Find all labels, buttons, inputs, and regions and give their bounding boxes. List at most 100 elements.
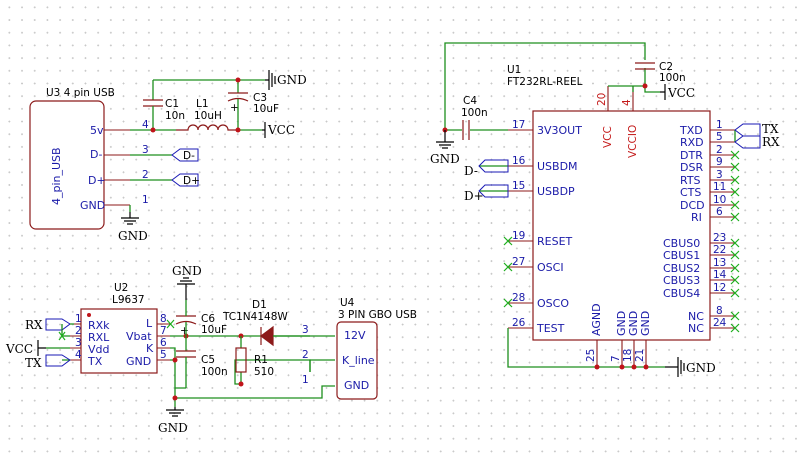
svg-text:TX: TX: [762, 122, 779, 136]
u3-pin-5v: 5v: [90, 124, 104, 137]
ic-u1-ft232rl[interactable]: U1 FT232RL-REEL 3V3OUT USBDM USBDP RESET…: [507, 64, 735, 367]
svg-text:9: 9: [716, 156, 723, 168]
svg-text:TC1N4148W: TC1N4148W: [222, 311, 288, 323]
svg-text:VCCIO: VCCIO: [627, 125, 639, 158]
svg-text:RI: RI: [691, 211, 702, 224]
svg-text:28: 28: [512, 292, 525, 304]
svg-text:20: 20: [596, 93, 608, 106]
inductor-l1[interactable]: L1 10uH: [176, 98, 238, 131]
capacitor-c1[interactable]: C1 10n: [143, 80, 185, 122]
net-label-tx-u1: TX: [734, 122, 779, 137]
svg-text:D1: D1: [252, 299, 267, 311]
svg-text:C2: C2: [659, 61, 673, 73]
svg-text:7: 7: [610, 355, 622, 362]
svg-text:C1: C1: [165, 98, 179, 110]
net-label-rx-u1: RX: [734, 135, 780, 149]
capacitor-c5[interactable]: C5 100n: [175, 336, 228, 389]
connector-u4[interactable]: U4 3 PIN GBO USB 12V K_line GND 3 2 1: [302, 297, 417, 400]
svg-text:OSCI: OSCI: [537, 261, 564, 274]
svg-text:GND: GND: [344, 379, 369, 392]
svg-text:GND: GND: [430, 152, 460, 166]
svg-text:K: K: [146, 342, 154, 355]
svg-text:VCC: VCC: [602, 126, 614, 148]
svg-text:21: 21: [634, 349, 646, 362]
capacitor-c3[interactable]: + C3 10uF: [227, 80, 279, 130]
svg-text:10uF: 10uF: [253, 103, 279, 115]
svg-text:13: 13: [713, 257, 726, 269]
svg-text:5: 5: [160, 349, 167, 361]
svg-text:VCC: VCC: [5, 342, 33, 356]
net-label-dplus-u1: D+: [464, 184, 509, 203]
svg-text:17: 17: [512, 119, 525, 131]
net-label-dminus-u3: D-: [171, 148, 199, 162]
svg-text:100n: 100n: [201, 366, 228, 378]
svg-text:Vdd: Vdd: [88, 343, 110, 356]
svg-text:3: 3: [75, 337, 82, 349]
svg-text:14: 14: [713, 269, 727, 281]
u3-pin-dplus: D+: [88, 174, 106, 187]
svg-text:GND: GND: [158, 421, 188, 435]
svg-text:+: +: [180, 325, 189, 337]
svg-text:25: 25: [585, 349, 597, 362]
u3-name: 4_pin_USB: [50, 147, 63, 205]
svg-text:12: 12: [713, 282, 726, 294]
capacitor-c6[interactable]: GND + C6 10uF: [172, 264, 227, 337]
svg-text:CBUS0: CBUS0: [663, 237, 700, 250]
svg-text:4: 4: [75, 349, 82, 361]
svg-text:11: 11: [713, 181, 726, 193]
svg-text:L1: L1: [196, 98, 209, 110]
svg-text:10uF: 10uF: [201, 324, 227, 336]
ic-u2-l9637[interactable]: U2 L9637 RXk RXL Vdd TX L Vbat K GND 1 2…: [70, 282, 170, 374]
svg-text:2: 2: [302, 349, 309, 361]
svg-text:3: 3: [716, 169, 723, 181]
svg-text:8: 8: [716, 305, 723, 317]
svg-text:7: 7: [160, 325, 167, 337]
u3-pin-dminus: D-: [90, 148, 102, 161]
svg-text:2: 2: [716, 144, 723, 156]
svg-text:RESET: RESET: [537, 235, 573, 248]
svg-text:NC: NC: [688, 310, 704, 323]
svg-text:CBUS2: CBUS2: [663, 262, 700, 275]
capacitor-c2[interactable]: C2 100n: [635, 61, 686, 84]
u4-name: 3 PIN GBO USB: [338, 309, 417, 321]
u3-num-4: 4: [142, 119, 149, 131]
diode-d1[interactable]: D1 TC1N4148W: [222, 299, 288, 347]
svg-text:4: 4: [621, 99, 633, 106]
capacitor-c4[interactable]: C4 100n: [461, 95, 488, 140]
svg-text:23: 23: [713, 232, 726, 244]
svg-text:19: 19: [512, 230, 525, 242]
no-connect-markers: [503, 150, 740, 333]
u1-ref: U1: [507, 64, 521, 76]
svg-text:D-: D-: [464, 164, 478, 178]
resistor-r1[interactable]: R1 510: [235, 347, 274, 378]
svg-text:CBUS3: CBUS3: [663, 274, 700, 287]
svg-text:100n: 100n: [461, 107, 488, 119]
svg-text:3V3OUT: 3V3OUT: [537, 124, 582, 137]
net-label-dplus-u3: D+: [171, 173, 200, 187]
svg-text:24: 24: [713, 317, 727, 329]
svg-text:DTR: DTR: [680, 149, 703, 162]
svg-text:18: 18: [622, 349, 634, 362]
svg-text:GND: GND: [172, 264, 202, 278]
usb-connector-u3[interactable]: U3 4 pin USB 4_pin_USB 5v D- D+ GND 4 3 …: [29, 87, 149, 230]
svg-text:TX: TX: [25, 356, 42, 370]
svg-text:RXD: RXD: [680, 136, 704, 149]
svg-text:OSCO: OSCO: [537, 297, 569, 310]
svg-text:RX: RX: [25, 318, 43, 332]
svg-text:DSR: DSR: [680, 161, 703, 174]
svg-text:K_line: K_line: [342, 354, 375, 367]
svg-text:100n: 100n: [659, 72, 686, 84]
svg-text:15: 15: [512, 180, 525, 192]
u2-name: L9637: [112, 294, 145, 306]
u2-ref: U2: [114, 282, 128, 294]
svg-text:VCC: VCC: [267, 123, 295, 137]
svg-text:GND: GND: [639, 311, 652, 336]
svg-text:USBDP: USBDP: [537, 185, 575, 198]
net-label-tx-u2: TX: [25, 354, 71, 370]
svg-text:C3: C3: [253, 92, 267, 104]
svg-text:10: 10: [713, 194, 726, 206]
svg-text:1: 1: [302, 374, 309, 386]
u4-ref: U4: [340, 297, 355, 309]
svg-text:RX: RX: [762, 135, 780, 149]
